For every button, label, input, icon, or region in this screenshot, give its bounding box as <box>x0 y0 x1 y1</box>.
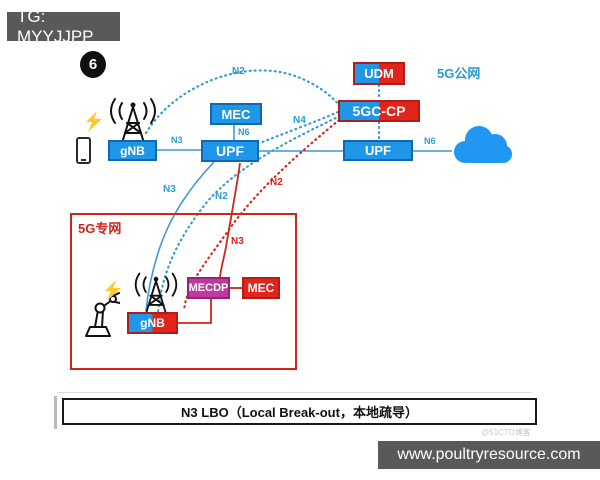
node-gnb-top-label: gNB <box>120 143 145 158</box>
phone-icon <box>76 137 91 164</box>
node-upf-right-label: UPF <box>365 143 391 158</box>
node-mec-bottom-label: MEC <box>247 281 275 295</box>
node-mec-bottom: MEC <box>242 277 280 299</box>
caption-text: N3 LBO（Local Break-out，本地疏导） <box>181 405 418 420</box>
public-network-label: 5G公网 <box>437 66 481 81</box>
node-upf-right: UPF <box>343 140 413 161</box>
antenna-icon <box>134 272 178 316</box>
edge-label-n2: N2 <box>232 66 245 77</box>
robot-arm-icon <box>85 292 120 337</box>
edge-label-n2: N2 <box>215 191 228 202</box>
node-gnb-bottom: gNB <box>127 312 178 334</box>
edge-label-n6: N6 <box>424 136 436 146</box>
antenna-icon <box>110 98 156 144</box>
node-mec-top-label: MEC <box>221 106 251 122</box>
edge-label-n2: N2 <box>270 177 283 188</box>
node-gnb-top: gNB <box>108 140 157 161</box>
step-number: 6 <box>88 56 98 73</box>
edge-label-n6: N6 <box>238 127 250 137</box>
node-mecdp: MECDP <box>187 277 230 299</box>
step-badge: 6 <box>80 51 106 78</box>
node-5gc-cp-label: 5GC-CP <box>352 103 406 119</box>
tiny-watermark: @51CTO博客 <box>481 428 531 437</box>
cloud-icon <box>454 126 512 163</box>
edge-label-n3: N3 <box>231 236 244 247</box>
site-watermark: www.poultryresource.com <box>378 441 600 469</box>
telegram-watermark: TG: MYYJJPP <box>7 7 120 46</box>
node-gnb-bottom-label: gNB <box>140 316 165 330</box>
telegram-watermark-text: TG: MYYJJPP <box>17 6 94 46</box>
caption-tick <box>54 396 57 429</box>
lightning-icon <box>105 280 121 301</box>
edge-label-n3: N3 <box>163 184 176 195</box>
lightning-icon <box>86 111 102 132</box>
site-watermark-text: www.poultryresource.com <box>397 446 581 463</box>
node-upf-left: UPF <box>201 140 259 162</box>
node-upf-left-label: UPF <box>216 143 244 159</box>
caption-rule <box>57 392 532 393</box>
node-mecdp-label: MECDP <box>188 282 229 294</box>
caption-box: N3 LBO（Local Break-out，本地疏导） <box>62 398 537 425</box>
private-network-label: 5G专网 <box>78 221 122 236</box>
node-udm: UDM <box>353 62 405 85</box>
edge-label-n4: N4 <box>293 115 306 126</box>
edge-label-n3: N3 <box>171 135 183 145</box>
node-mec-top: MEC <box>210 103 262 125</box>
node-5gc-cp: 5GC-CP <box>338 100 420 122</box>
node-udm-label: UDM <box>364 66 394 81</box>
